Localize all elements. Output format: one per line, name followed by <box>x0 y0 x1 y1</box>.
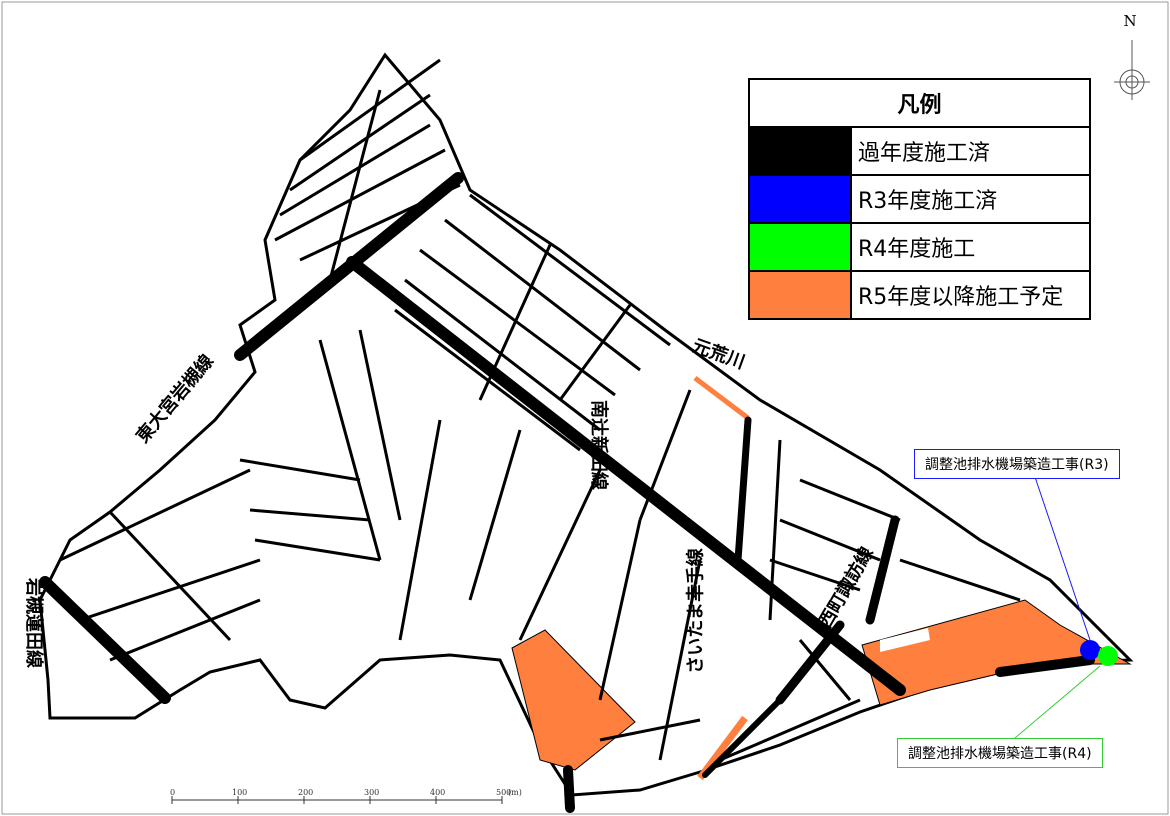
legend-item: R4年度施工 <box>750 224 1089 272</box>
north-label: N <box>1123 12 1137 30</box>
road-label-iwatsuki-hasuda: 岩槻蓮田線 <box>23 578 44 668</box>
legend-item: 過年度施工済 <box>750 128 1089 176</box>
north-arrow <box>1114 40 1150 100</box>
planned-segment-north <box>693 376 750 420</box>
legend-item: R3年度施工済 <box>750 176 1089 224</box>
scale-tick: 300 <box>364 788 380 797</box>
map-legend: 凡例 過年度施工済 R3年度施工済 R4年度施工 R5年度以降施工予定 <box>748 78 1091 320</box>
scale-unit: (m) <box>508 788 522 797</box>
district-outline <box>38 52 1134 797</box>
scale-tick: 400 <box>430 788 446 797</box>
road-label-saitama-sachite: さいたま幸手線 <box>685 548 707 674</box>
callout-r4: 調整池排水機場築造工事(R4) <box>897 738 1103 768</box>
legend-swatch-past <box>750 128 852 174</box>
scale-tick: 500 <box>496 788 512 797</box>
legend-label: R5年度以降施工予定 <box>858 285 1064 310</box>
scale-tick: 200 <box>298 788 314 797</box>
legend-swatch-r5 <box>750 272 852 318</box>
r4-pump-marker <box>1098 646 1118 666</box>
completed-roads <box>39 172 1095 813</box>
planned-area-south <box>511 629 636 771</box>
street-grid <box>59 58 1021 762</box>
legend-swatch-r4 <box>750 224 852 270</box>
callout-r3: 調整池排水機場築造工事(R3) <box>914 449 1120 479</box>
legend-item: R5年度以降施工予定 <box>750 272 1089 318</box>
scale-tick: 100 <box>232 788 248 797</box>
road-label-minamitsuji: 南辻新田線 <box>588 400 609 490</box>
legend-title: 凡例 <box>750 80 1089 128</box>
legend-label: R3年度施工済 <box>858 189 998 214</box>
legend-swatch-r3 <box>750 176 852 222</box>
legend-label: 過年度施工済 <box>858 141 991 166</box>
scale-bar <box>171 796 503 804</box>
planned-segment-south <box>697 715 748 781</box>
r3-pump-marker <box>1080 640 1100 660</box>
legend-label: R4年度施工 <box>858 237 976 262</box>
scale-tick: 0 <box>170 788 176 797</box>
